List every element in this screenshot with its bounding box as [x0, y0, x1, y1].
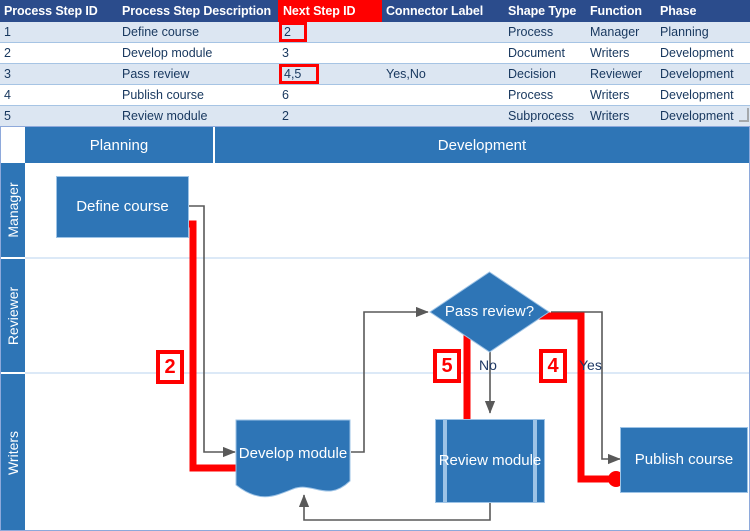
cell-next-step-id[interactable]: 6	[278, 84, 382, 106]
cell-process-step-description[interactable]: Publish course	[118, 84, 278, 106]
cell-shape-type[interactable]: Process	[504, 84, 586, 106]
column-header-next-step-id[interactable]: Next Step ID	[278, 0, 382, 22]
lane-header-writers[interactable]: Writers	[1, 374, 25, 530]
cell-process-step-id[interactable]: 1	[0, 22, 118, 43]
table-row[interactable]: 1 Define course 2 Process Manager Planni…	[0, 22, 750, 43]
edge-label-no: No	[479, 357, 497, 373]
table-row[interactable]: 2 Develop module 3 Document Writers Deve…	[0, 42, 750, 64]
shape-define-course[interactable]: Define course	[56, 176, 189, 238]
shape-label-define-course: Define course	[76, 198, 169, 216]
table-row[interactable]: 3 Pass review 4,5 Yes,No Decision Review…	[0, 63, 750, 85]
connector-layer-gray	[189, 205, 621, 521]
cell-shape-type[interactable]: Process	[504, 22, 586, 43]
cell-phase[interactable]: Development	[656, 84, 750, 106]
cell-shape-type[interactable]: Subprocess	[504, 105, 586, 127]
cell-process-step-id[interactable]: 3	[0, 63, 118, 85]
table-footer-strip	[0, 122, 750, 126]
cell-phase[interactable]: Development	[656, 42, 750, 64]
shape-pass-review[interactable]: Pass review?	[428, 270, 551, 354]
column-header-process-step-id[interactable]: Process Step ID	[0, 0, 118, 22]
phase-band-planning[interactable]: Planning	[25, 127, 215, 163]
column-header-phase[interactable]: Phase	[656, 0, 750, 22]
shape-develop-module[interactable]: Develop module	[235, 419, 351, 503]
subprocess-right-bar-icon	[533, 420, 537, 502]
process-steps-table: Process Step ID Process Step Description…	[0, 0, 750, 127]
lane-header-reviewer[interactable]: Reviewer	[1, 259, 25, 374]
document-shape-icon	[235, 419, 351, 498]
cell-phase[interactable]: Development	[656, 63, 750, 85]
lane-body-reviewer	[25, 259, 749, 374]
next-step-id-highlight-box: 4,5	[279, 64, 319, 84]
cell-process-step-description[interactable]: Develop module	[118, 42, 278, 64]
callout-2: 2	[156, 350, 184, 384]
decision-diamond-icon	[429, 271, 550, 353]
subprocess-left-bar-icon	[443, 420, 447, 502]
shape-review-module[interactable]: Review module	[435, 419, 545, 503]
cell-connector-label[interactable]	[382, 22, 504, 43]
edge-label-yes: Yes	[579, 357, 602, 373]
cell-next-step-id-value: 2	[284, 25, 291, 39]
cell-next-step-id[interactable]: 2	[278, 22, 382, 43]
cell-next-step-id[interactable]: 3	[278, 42, 382, 64]
cell-next-step-id[interactable]: 4,5	[278, 63, 382, 85]
cell-function[interactable]: Reviewer	[586, 63, 656, 85]
cell-function[interactable]: Manager	[586, 22, 656, 43]
cell-connector-label[interactable]	[382, 42, 504, 64]
callout-4: 4	[539, 349, 567, 383]
cell-process-step-id[interactable]: 4	[0, 84, 118, 106]
phase-band-development[interactable]: Development	[215, 127, 749, 163]
shape-label-publish-course: Publish course	[634, 451, 734, 469]
column-header-connector-label[interactable]: Connector Label	[382, 0, 504, 22]
cell-connector-label[interactable]	[382, 105, 504, 127]
callout-5: 5	[433, 349, 461, 383]
cell-function[interactable]: Writers	[586, 42, 656, 64]
process-steps-table-panel: Process Step ID Process Step Description…	[0, 0, 750, 127]
cell-process-step-description[interactable]: Pass review	[118, 63, 278, 85]
column-header-shape-type[interactable]: Shape Type	[504, 0, 586, 22]
swimlane-flowchart: Planning Development Manager Reviewer Wr…	[0, 126, 750, 531]
column-header-process-step-description[interactable]: Process Step Description	[118, 0, 278, 22]
cell-process-step-description[interactable]: Define course	[118, 22, 278, 43]
cell-process-step-description[interactable]: Review module	[118, 105, 278, 127]
shape-label-develop-module: Develop module	[238, 445, 348, 463]
table-row[interactable]: 4 Publish course 6 Process Writers Devel…	[0, 84, 750, 106]
cell-function[interactable]: Writers	[586, 105, 656, 127]
next-step-id-highlight-box: 2	[279, 22, 307, 42]
resize-handle-icon[interactable]	[739, 108, 749, 122]
cell-phase[interactable]: Development	[656, 105, 750, 127]
cell-next-step-id-value: 4,5	[284, 67, 302, 81]
shape-publish-course[interactable]: Publish course	[620, 427, 748, 493]
cell-phase[interactable]: Planning	[656, 22, 750, 43]
cell-shape-type[interactable]: Decision	[504, 63, 586, 85]
lane-header-manager[interactable]: Manager	[1, 163, 25, 259]
cell-process-step-id[interactable]: 2	[0, 42, 118, 64]
shape-label-review-module: Review module	[438, 452, 542, 470]
cell-connector-label[interactable]	[382, 84, 504, 106]
cell-connector-label[interactable]: Yes,No	[382, 63, 504, 85]
cell-process-step-id[interactable]: 5	[0, 105, 118, 127]
shape-label-pass-review: Pass review?	[444, 303, 535, 321]
cell-shape-type[interactable]: Document	[504, 42, 586, 64]
cell-function[interactable]: Writers	[586, 84, 656, 106]
table-row[interactable]: 5 Review module 2 Subprocess Writers Dev…	[0, 105, 750, 127]
table-header-row: Process Step ID Process Step Description…	[0, 0, 750, 22]
column-header-function[interactable]: Function	[586, 0, 656, 22]
